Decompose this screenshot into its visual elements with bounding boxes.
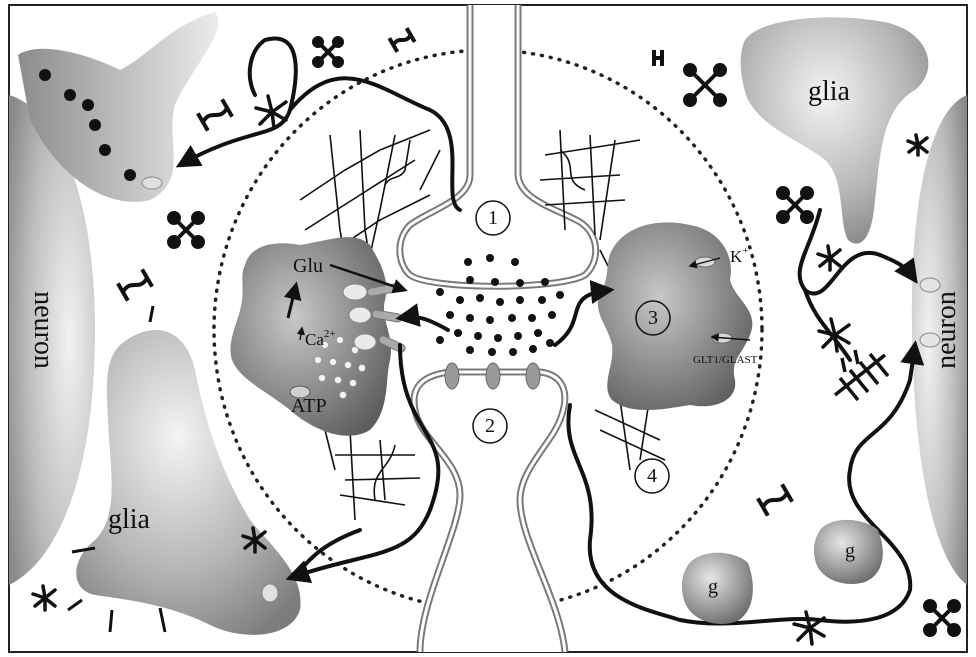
receptor-top-left bbox=[142, 177, 162, 189]
label-g-left: g bbox=[708, 576, 718, 598]
label-glu: Glu bbox=[293, 255, 323, 277]
label-glt: GLT1/GLAST bbox=[693, 354, 758, 366]
label-glia-top-right: glia bbox=[808, 76, 851, 107]
label-neuron-left: neuron bbox=[28, 291, 59, 369]
marker-4: 4 bbox=[635, 459, 669, 493]
marker-1: 1 bbox=[476, 201, 510, 235]
marker-2: 2 bbox=[473, 409, 507, 443]
receptor-bottom-left bbox=[262, 584, 278, 602]
label-neuron-right: neuron bbox=[931, 291, 962, 369]
marker-1-label: 1 bbox=[488, 207, 498, 229]
label-glia-bottom-left: glia bbox=[108, 504, 151, 535]
marker-4-label: 4 bbox=[647, 465, 657, 487]
marker-3-label: 3 bbox=[648, 307, 658, 329]
marker-2-label: 2 bbox=[485, 415, 495, 437]
label-g-right: g bbox=[845, 540, 855, 562]
label-atp: ATP bbox=[291, 395, 327, 417]
